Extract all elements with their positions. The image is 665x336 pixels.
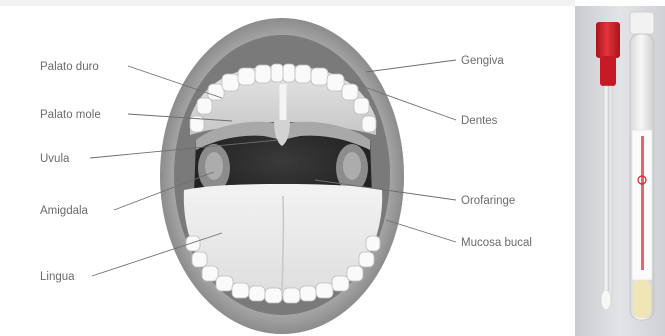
label-palato-mole: Palato mole bbox=[40, 109, 101, 121]
label-gengiva: Gengiva bbox=[461, 55, 504, 67]
label-uvula: Uvula bbox=[40, 153, 70, 165]
swab-photo bbox=[575, 6, 665, 336]
label-dentes: Dentes bbox=[461, 115, 498, 127]
transport-tube bbox=[630, 12, 654, 320]
mouth-illustration bbox=[160, 18, 404, 334]
top-strip bbox=[0, 0, 575, 6]
label-mucosa-bucal: Mucosa bucal bbox=[461, 237, 532, 249]
label-amigdala: Amigdala bbox=[40, 205, 89, 217]
swab-tip bbox=[601, 290, 611, 310]
red-cap bbox=[596, 22, 620, 58]
tube-cap bbox=[630, 12, 654, 34]
label-palato-duro: Palato duro bbox=[40, 61, 99, 73]
label-lingua: Lingua bbox=[40, 271, 75, 283]
swab-stick bbox=[604, 86, 608, 298]
label-orofaringe: Orofaringe bbox=[461, 195, 515, 207]
transport-medium bbox=[633, 280, 651, 318]
